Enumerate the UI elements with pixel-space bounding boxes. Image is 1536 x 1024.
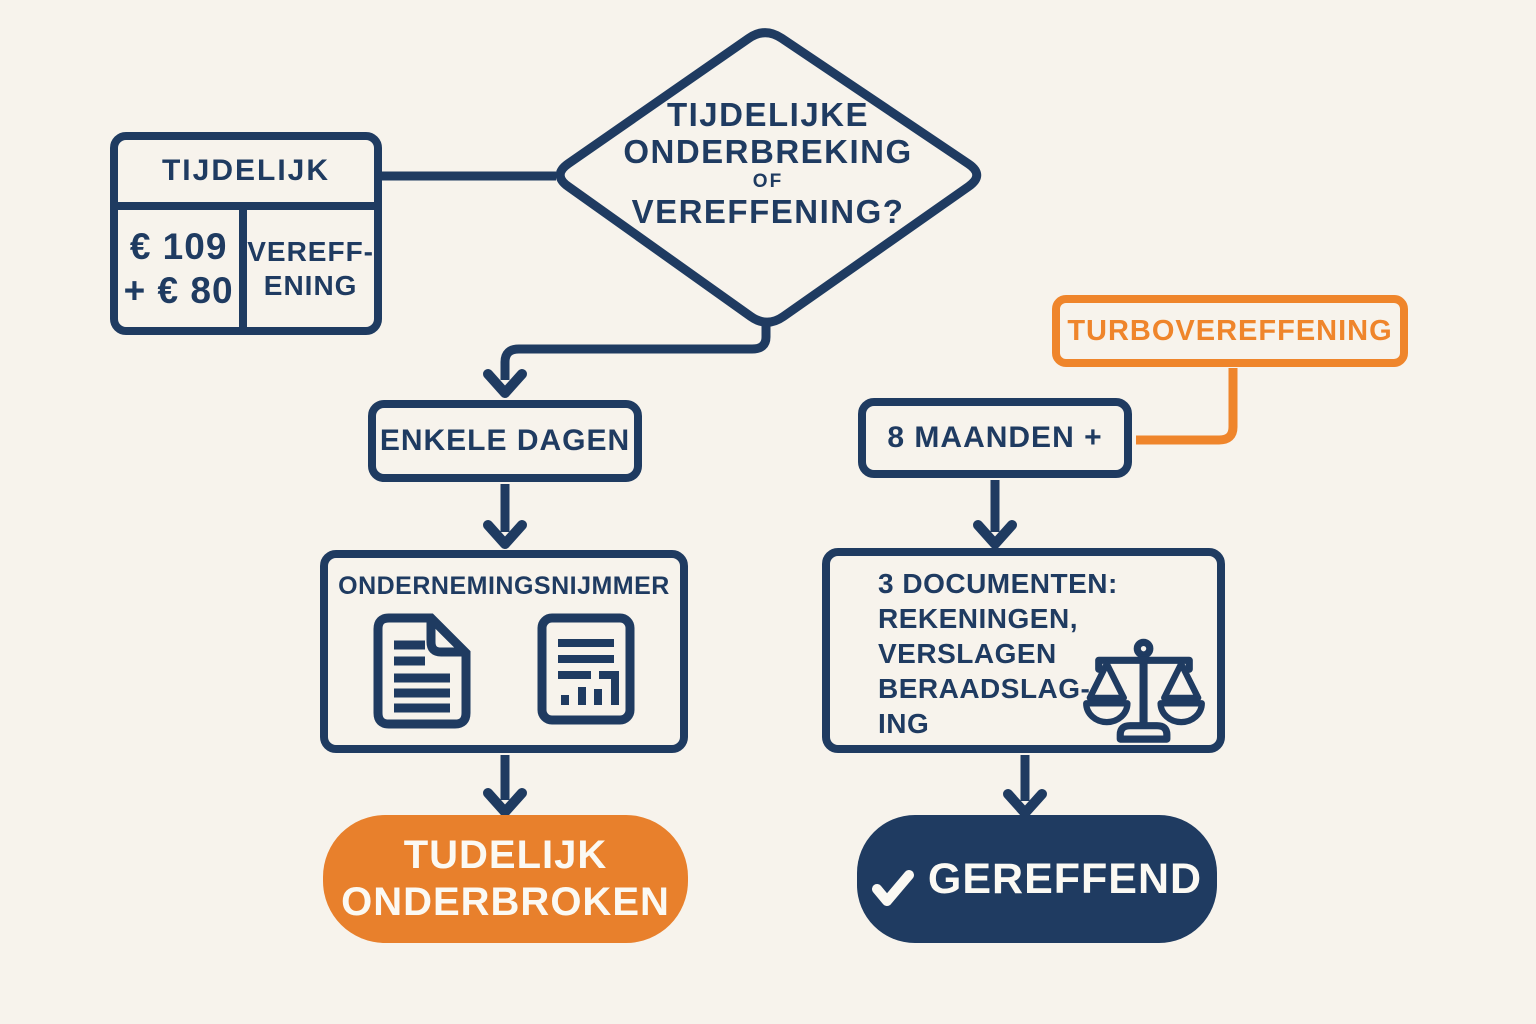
arrowhead-result-right <box>1003 789 1047 818</box>
report-chart-icon <box>537 613 635 730</box>
documenten-line4: BERAADSLAG- <box>878 673 1091 704</box>
fee-box-header: TIJDELIJK <box>118 140 374 210</box>
documenten-line3: VERSLAGEN <box>878 638 1057 669</box>
decision-line3: OF <box>752 171 784 192</box>
gereffend-pill: GEREFFEND <box>857 815 1217 943</box>
acht-maanden-box: 8 MAANDEN + <box>858 398 1132 478</box>
decision-diamond-text: TIJDELIJKE ONDERBREKING OF VEREFFENING? <box>583 96 953 230</box>
onderbroken-line1: TUDELIJK <box>403 833 608 877</box>
ondernemingsnummer-title: ONDERNEMINGSNIJMMER <box>338 572 670 600</box>
fee-price-cell: € 109 + € 80 <box>118 210 239 327</box>
documenten-line1: 3 DOCUMENTEN: <box>878 568 1118 599</box>
fee-label-line1: VEREFF- <box>247 235 374 267</box>
connector-turbo-maanden <box>1136 368 1238 445</box>
decision-line4: VEREFFENING? <box>631 193 905 230</box>
arrowhead-result-left <box>483 788 527 817</box>
scales-of-justice-icon <box>1083 637 1205 754</box>
connector-diamond-enkele <box>500 326 771 380</box>
ondernemingsnummer-box: ONDERNEMINGSNIJMMER <box>320 550 688 753</box>
fee-box: TIJDELIJK € 109 + € 80 VEREFF- ENING <box>110 132 382 335</box>
enkele-dagen-label: ENKELE DAGEN <box>379 424 631 457</box>
fee-label-cell: VEREFF- ENING <box>239 210 374 327</box>
fee-price-line2: + € 80 <box>123 269 234 311</box>
fee-box-row: € 109 + € 80 VEREFF- ENING <box>118 210 374 327</box>
drie-documenten-box: 3 DOCUMENTEN: REKENINGEN, VERSLAGEN BERA… <box>822 548 1225 753</box>
turbovereffening-box: TURBOVEREFFENING <box>1052 295 1408 367</box>
turbovereffening-label: TURBOVEREFFENING <box>1067 314 1393 347</box>
gereffend-label: GEREFFEND <box>927 854 1203 903</box>
acht-maanden-label: 8 MAANDEN + <box>887 421 1103 454</box>
documenten-line5: ING <box>878 708 930 739</box>
arrowhead-documenten <box>973 520 1017 549</box>
decision-line1: TIJDELIJKE <box>666 96 870 133</box>
enkele-dagen-box: ENKELE DAGEN <box>368 400 642 482</box>
checkmark-icon <box>871 870 914 906</box>
drie-documenten-text: 3 DOCUMENTEN: REKENINGEN, VERSLAGEN BERA… <box>830 556 1118 741</box>
documenten-line2: REKENINGEN, <box>878 603 1078 634</box>
fee-price-line1: € 109 <box>129 225 228 267</box>
document-icons-row <box>373 613 635 734</box>
decision-line2: ONDERBREKING <box>623 133 913 170</box>
arrowhead-onderneming <box>483 520 527 549</box>
onderbroken-line2: ONDERBROKEN <box>341 880 670 924</box>
fee-label-line2: ENING <box>263 269 358 301</box>
document-icon <box>373 613 473 734</box>
tijdelijk-onderbroken-pill: TUDELIJK ONDERBROKEN <box>323 815 688 943</box>
decision-diamond-shape <box>555 28 982 327</box>
arrowhead-enkele <box>483 369 527 398</box>
